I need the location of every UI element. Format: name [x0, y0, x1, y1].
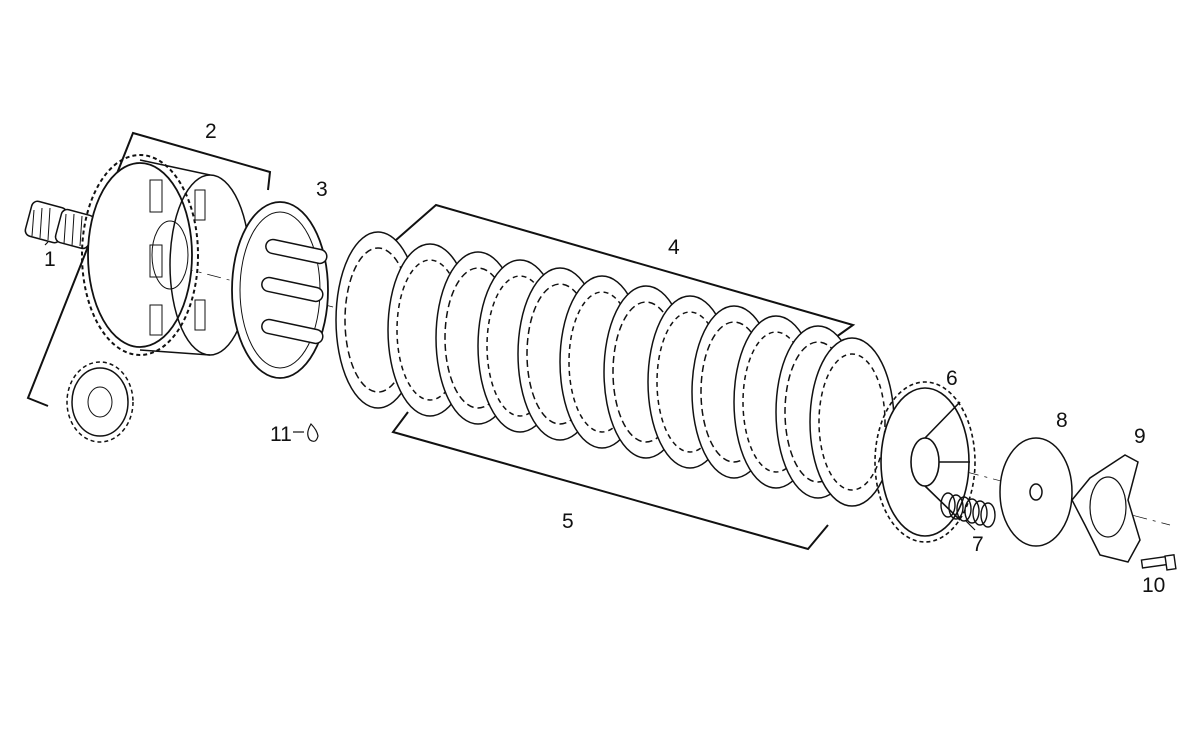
callout-7: 7 [972, 533, 984, 556]
callout-11: 11 [270, 423, 292, 446]
callout-10: 10 [1142, 574, 1165, 597]
clutch-plate-pack [335, 231, 895, 507]
spring-part [940, 492, 996, 528]
callout-3: 3 [316, 178, 328, 201]
callout-2: 2 [205, 120, 217, 143]
callout-4: 4 [668, 236, 680, 259]
clutch-basket-part [81, 154, 251, 356]
primary-gear-part [66, 361, 134, 443]
leader-lines [44, 241, 976, 531]
callout-1: 1 [44, 248, 56, 271]
retaining-plate-part [1071, 454, 1141, 563]
bolt-part [1140, 554, 1177, 571]
callout-9: 9 [1134, 425, 1146, 448]
inner-hub-part [874, 381, 976, 543]
washer-drop-part [307, 423, 319, 442]
needle-bearing-part [24, 200, 96, 250]
retaining-plate-hole [1089, 476, 1127, 538]
hub-plate-part [231, 201, 329, 379]
callout-6: 6 [946, 367, 958, 390]
callout-8: 8 [1056, 409, 1068, 432]
bracket-group-2 [26, 131, 272, 407]
callout-5: 5 [562, 510, 574, 533]
bracket-group-5 [391, 411, 829, 551]
spring-plate-part [999, 437, 1073, 547]
